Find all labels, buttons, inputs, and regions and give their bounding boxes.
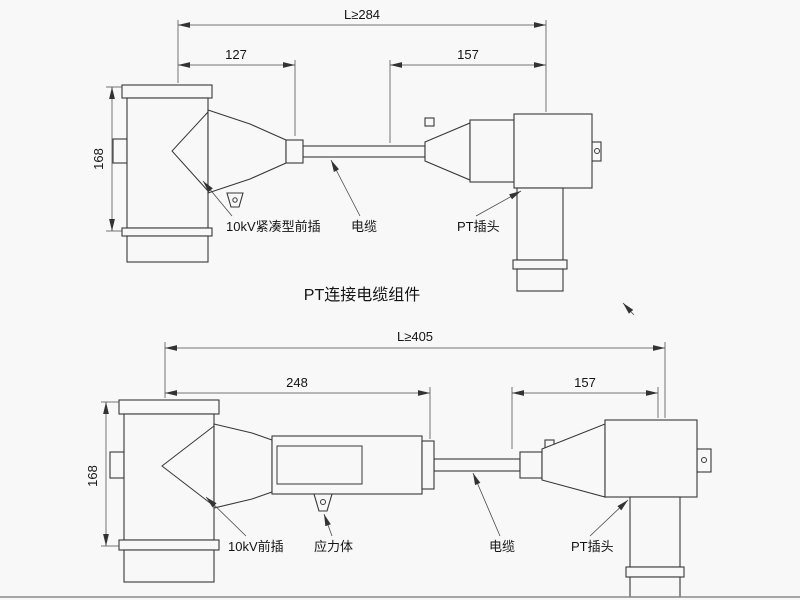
flange [121,227,213,237]
front-plug-top [112,84,304,263]
lower-body [629,576,681,598]
labels-top: 10kV紧凑型前插 电缆 PT插头 [202,159,522,234]
leader-stress-cone [323,513,333,537]
leader-front-plug [205,496,247,537]
outlet-neck [285,139,304,164]
dim-front-value: 248 [286,375,308,390]
leader-cable [330,159,361,217]
top-view: L≥284 127 157 168 10kV紧凑型前插 电缆 PT插头 PT连接… [91,7,602,304]
vertical-body [123,413,215,541]
dim-height-value: 168 [85,465,100,487]
label-front-plug: 10kV前插 [228,539,284,554]
dim-height-value: 168 [91,148,106,170]
vertical-body [126,97,209,229]
label-cable: 电缆 [351,219,377,234]
dimensions-bottom: L≥405 248 157 168 [85,329,666,547]
flange [625,566,685,578]
elbow-body [604,419,698,498]
outlet-cone [213,423,273,509]
pt-plug-bottom [519,419,712,598]
top-cap [121,84,213,99]
label-pt-plug: PT插头 [571,539,614,554]
dim-overall-value: L≥405 [397,329,433,344]
stress-body [271,435,423,495]
leader-pt-plug [475,190,522,217]
label-front-plug: 10kV紧凑型前插 [226,219,321,234]
top-bump [424,117,435,127]
leader-front-plug [202,180,233,217]
pt-plug-top [424,113,602,292]
cable-bottom [433,458,521,472]
leader-cable [472,472,501,537]
cable-body [433,458,521,472]
label-cable: 电缆 [489,539,515,554]
labels-bottom: 10kV前插 应力体 电缆 PT插头 [205,472,629,554]
assembly-caption: PT连接电缆组件 [304,286,420,304]
tab-hole [232,197,238,203]
outlet-cone [207,109,287,194]
stray-arrow-mark [622,302,635,316]
cable-body [302,145,426,158]
entry-cone [541,423,606,498]
lower-body [126,235,209,263]
flange [512,259,568,270]
vertical-body [516,187,564,261]
side-stub [112,138,128,164]
label-pt-plug: PT插头 [457,219,500,234]
leader-pt-plug [589,499,629,537]
lower-body [516,268,564,292]
bottom-view: L≥405 248 157 168 10kV前插 应力体 电缆 PT插头 [85,329,712,598]
end-step [421,440,435,490]
stub-hole [594,148,600,154]
dimensions-top: L≥284 127 157 168 [91,7,547,232]
cone-body [469,119,515,183]
stress-inner-rect [276,445,363,485]
dim-front-value: 127 [225,47,247,62]
lower-body [123,549,215,583]
side-stub [109,451,125,479]
stub-hole [701,457,707,463]
top-cap [118,399,220,415]
elbow-body [513,113,593,189]
entry-cone [424,122,471,181]
entry-step [519,451,543,479]
label-stress-cone: 应力体 [314,539,353,554]
dim-pt-value: 157 [457,47,479,62]
dim-pt-value: 157 [574,375,596,390]
inner-cone-line [161,425,215,507]
cable-top [302,145,426,158]
front-plug-bottom [109,399,435,583]
dim-overall-value: L≥284 [344,7,380,22]
tab-hole [320,499,326,505]
vertical-body [629,496,681,568]
inner-cone-line [171,111,209,192]
flange [118,539,220,551]
